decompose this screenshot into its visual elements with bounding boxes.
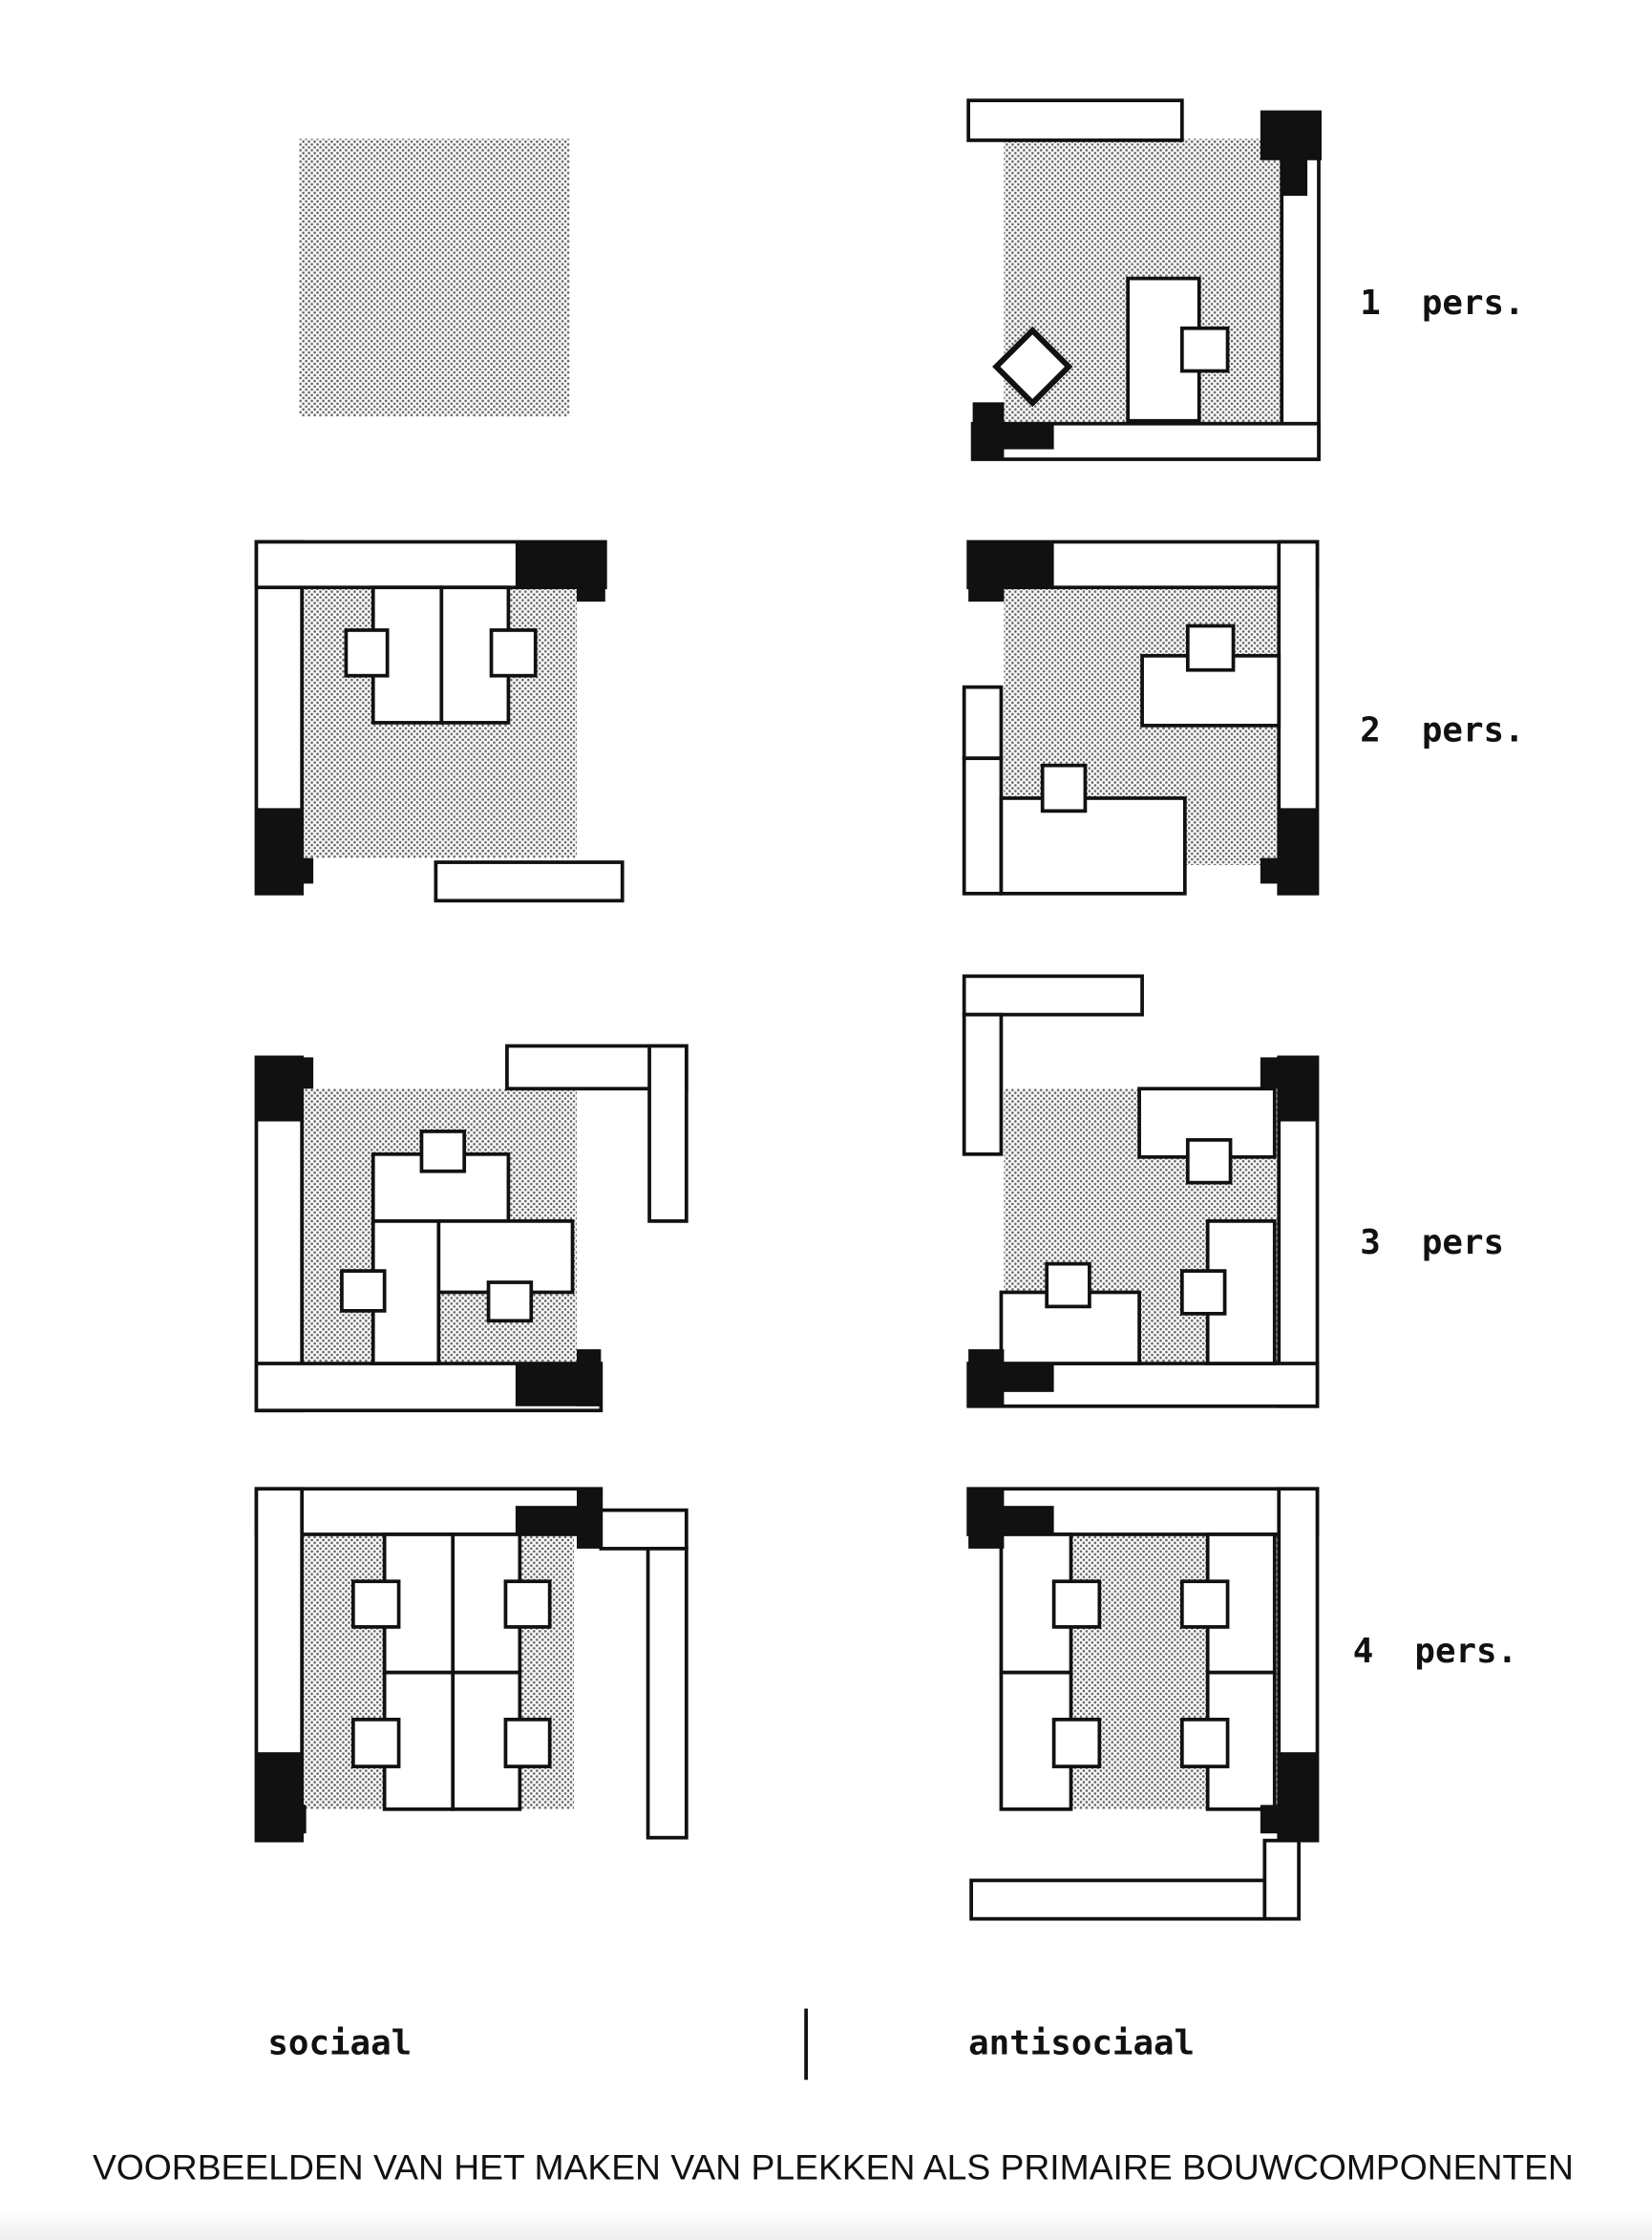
furniture-element — [966, 98, 1184, 142]
furniture-element — [969, 1878, 1267, 1921]
furniture-element — [962, 756, 1004, 896]
chair — [1179, 1718, 1230, 1768]
structural-column — [256, 857, 314, 884]
chair — [419, 1130, 467, 1173]
furniture-element — [999, 796, 1187, 896]
row-label-2-persons: 2 pers. — [1360, 710, 1524, 750]
chair — [1040, 763, 1088, 814]
chair — [1051, 1718, 1102, 1768]
chair — [1051, 1579, 1102, 1629]
furniture-element — [1262, 1838, 1302, 1921]
chair — [489, 628, 538, 678]
chair — [486, 1280, 534, 1323]
chair — [340, 1269, 387, 1313]
structural-column — [972, 423, 1054, 450]
furniture-element — [434, 860, 625, 903]
structural-column — [577, 1489, 602, 1549]
furniture-element — [962, 974, 1144, 1017]
furniture-element — [647, 1044, 688, 1223]
row-label-3-persons: 3 pers — [1360, 1223, 1504, 1262]
lounge-chair — [992, 326, 1073, 408]
furniture-element — [599, 1508, 688, 1551]
chair — [1045, 1261, 1091, 1309]
chair — [1179, 326, 1230, 373]
chair — [344, 628, 390, 678]
chair — [503, 1718, 552, 1768]
column-label-social: sociaal — [267, 2023, 412, 2062]
structural-column — [968, 541, 1005, 602]
structural-column — [577, 541, 605, 602]
caption: VOORBEELDEN VAN HET MAKEN VAN PLEKKEN AL… — [93, 2147, 1574, 2187]
chair — [503, 1579, 552, 1629]
structural-column — [1281, 145, 1308, 197]
chair — [350, 1579, 401, 1629]
furniture-element — [962, 685, 1004, 761]
structural-column — [1260, 1805, 1318, 1834]
structural-column — [968, 1363, 1054, 1392]
column-label-antisocial: antisociaal — [968, 2023, 1195, 2062]
row-label-1-person: 1 pers. — [1360, 284, 1524, 323]
chair — [1179, 1579, 1230, 1629]
chair — [1185, 1138, 1233, 1185]
chair — [350, 1718, 401, 1768]
page-bottom-edge — [0, 2211, 1652, 2240]
floor-area-stippled — [299, 138, 570, 417]
structural-column — [256, 1057, 303, 1122]
furniture-element — [436, 1219, 575, 1295]
structural-column — [256, 1805, 307, 1834]
row-label-4-persons: 4 pers. — [1353, 1632, 1517, 1671]
structural-column — [577, 1349, 602, 1406]
structural-column — [968, 1506, 1054, 1534]
chair — [1179, 1269, 1227, 1316]
chair — [1185, 623, 1236, 672]
furniture-element — [962, 1012, 1004, 1156]
structural-column — [1260, 857, 1318, 884]
furniture-element — [646, 1547, 688, 1840]
structural-column — [1279, 1057, 1318, 1122]
